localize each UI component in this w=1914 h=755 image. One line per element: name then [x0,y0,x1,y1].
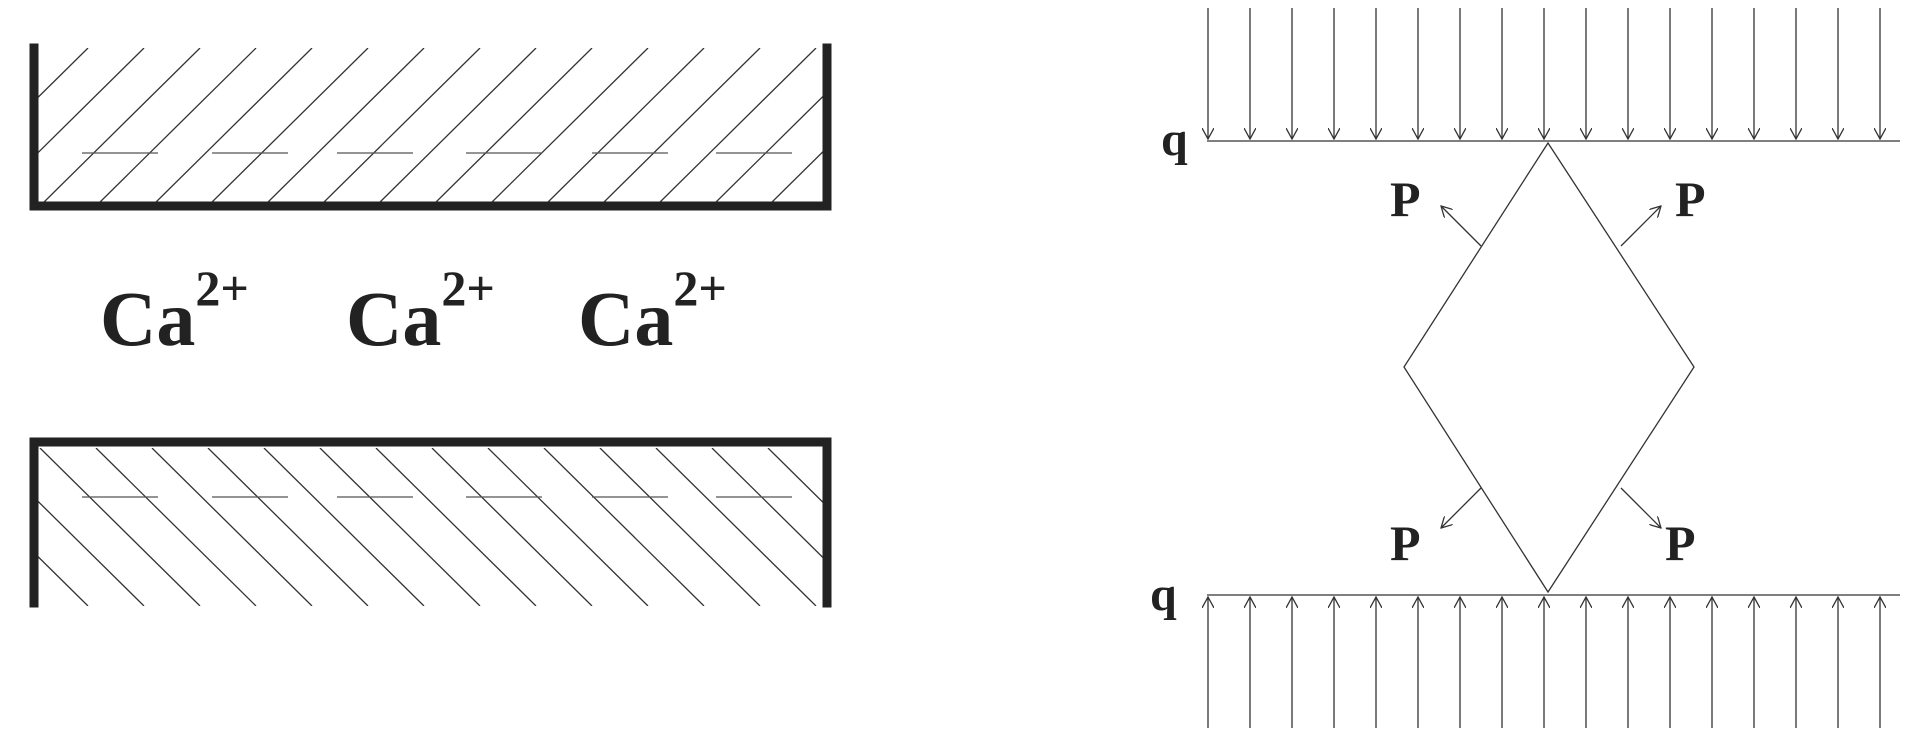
pressure-arrows: P P P P [1390,171,1706,571]
bottom-load: q [1150,568,1900,728]
hatch-line [767,448,825,506]
ion-1: Ca2+ [100,260,249,362]
hatch-line [1216,448,1376,606]
hatch-line [41,48,201,204]
pressure-arrow-upper-right [1620,206,1661,247]
bottom-load-arrows [1208,597,1880,728]
hatch-line [657,48,817,204]
hatch-line [34,48,145,158]
hatch-line [34,48,89,103]
pressure-label-upper-right: P [1675,171,1706,227]
hatch-line [209,48,369,204]
hatch-line [655,448,817,606]
hatch-line [321,48,481,204]
pressure-arrow-lower-right [1620,487,1661,528]
hatch-line [823,448,825,450]
hatch-line [489,48,649,204]
ion-3: Ca2+ [578,260,727,362]
rhombus-cell [1403,141,1695,594]
hatch-line [992,448,1152,606]
upper-plate [0,43,1376,211]
hatch-line [601,48,761,204]
hatch-line [34,496,145,606]
top-load-label: q [1161,113,1188,166]
upper-plate-wall [29,43,832,211]
hatch-line [992,48,1152,206]
hatch-line [880,448,1040,606]
hatch-line [1104,448,1264,606]
hatch-line [431,448,593,606]
upper-plate-hatching [0,48,1376,206]
hatch-line [153,48,313,204]
hatch-line [543,448,705,606]
hatch-line [263,448,425,606]
hatch-line [711,448,825,561]
hatch-line [1160,448,1320,606]
hatch-line [97,48,257,204]
hatch-line [375,448,537,606]
hatch-line [1048,448,1208,606]
bottom-load-label: q [1150,568,1177,621]
pressure-arrow-upper-left [1441,206,1482,247]
hatch-line [265,48,425,204]
hatch-line [545,48,705,204]
hatch-line [95,448,257,606]
pressure-arrow-lower-left [1441,487,1482,528]
lower-plate [0,437,1376,608]
hatch-line [319,448,481,606]
hatch-line [377,48,537,204]
hatch-line [207,448,369,606]
hatch-line [824,48,984,206]
hatch-line [1216,48,1376,206]
ion-row: Ca2+ Ca2+ Ca2+ [100,260,727,362]
top-load-arrows [1208,8,1880,139]
hatch-line [0,448,32,606]
hatch-line [0,48,32,206]
hatch-line [936,48,1096,206]
lower-plate-wall [29,437,832,608]
hatch-line [487,448,649,606]
lower-plate-hatching [0,448,1376,606]
hatch-line [769,148,825,204]
pressure-label-upper-left: P [1390,171,1421,227]
hatch-line [880,48,1040,206]
hatch-line [433,48,593,204]
top-load: q [1161,8,1900,166]
pressure-label-lower-right: P [1665,515,1696,571]
hatch-line [713,93,825,204]
hatch-line [936,448,1096,606]
ion-2: Ca2+ [346,260,495,362]
pressure-label-lower-left: P [1390,515,1421,571]
hatch-line [151,448,313,606]
hatch-line [39,448,201,606]
hatch-line [599,448,761,606]
hatch-line [34,551,89,606]
